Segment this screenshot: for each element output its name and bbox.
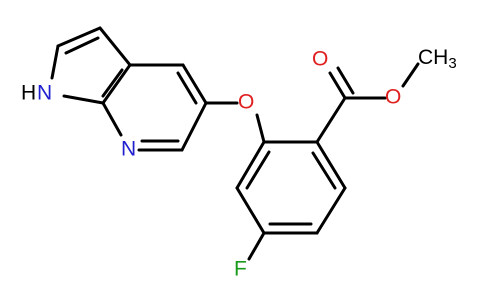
label-o-ester: O (385, 86, 401, 109)
bond-c-o-double-b (336, 66, 355, 95)
label-n-pyridine: N (121, 138, 136, 161)
label-methyl: CH3 (418, 46, 457, 72)
label-o-carbonyl: O (312, 48, 328, 71)
bond-c6b-c1b-inner (245, 150, 271, 190)
bond-c2-c3-inner (64, 36, 100, 55)
bond-c3-c3a (98, 26, 132, 67)
label-o-ether: O (238, 91, 254, 114)
bond-c2b-c3b (315, 140, 347, 190)
bond-c3b-c4b (315, 186, 347, 235)
bond-c7a-n7 (101, 101, 123, 137)
label-methyl-c: CH (418, 46, 448, 69)
bond-c5b-f (247, 231, 266, 261)
label-n-pyrrole: N (37, 82, 52, 105)
bond-c-o-double-a (328, 71, 347, 100)
bond-c5b-c6b (235, 186, 266, 235)
bond-c5-c4 (181, 63, 208, 105)
label-fluorine: F (234, 258, 247, 281)
bond-c5-c4-inner (176, 71, 198, 105)
bonds (50, 26, 420, 261)
bond-c2b-c3b-inner (311, 151, 337, 190)
bond-c2-c3 (56, 26, 102, 48)
bond-c2b-ccarbonyl (315, 96, 347, 144)
bond-oester-ch3 (401, 62, 420, 88)
bond-c7a-n1 (62, 94, 105, 105)
bond-c6b-c1b (235, 140, 266, 190)
bond-c3a-c7a (101, 63, 132, 105)
bond-c6-c5 (180, 101, 208, 152)
bond-n1-c2 (50, 44, 60, 80)
atom-labels: H N N O O O CH3 F (21, 46, 457, 281)
bond-c3a-c7a-inner (101, 68, 124, 98)
bond-o-c1b (255, 113, 266, 144)
label-h: H (21, 82, 36, 105)
label-methyl-subscript: 3 (448, 55, 456, 72)
